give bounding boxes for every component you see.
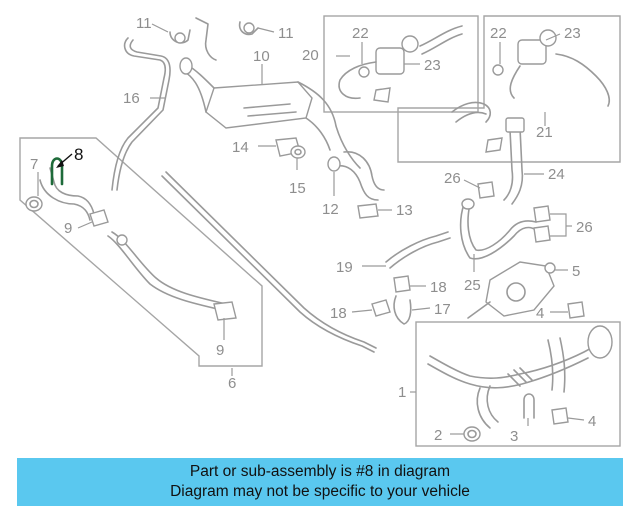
clip-13 [357,203,379,219]
clamp-26-left [477,181,495,199]
callout-18-bottom: 18 [330,305,347,322]
callout-22-right: 22 [490,25,507,42]
clamp-26-right-b [533,225,551,243]
clamp-18-top [393,275,411,293]
banner-line-2: Diagram may not be specific to your vehi… [170,483,470,500]
callout-4-mid: 4 [536,305,544,322]
coolant-hose-10 [179,57,361,169]
callout-11-right: 11 [278,25,294,42]
callout-4-bottom: 4 [588,413,596,430]
callout-22-left: 22 [352,25,369,42]
seal-15-inner [294,148,302,156]
callout-25: 25 [464,277,481,294]
inset-box-6 [19,137,263,367]
callout-18-top: 18 [430,279,447,296]
callout-24: 24 [548,166,565,183]
callout-26-right: 26 [576,219,593,236]
inset-box-1 [415,321,621,447]
seal-2 [463,426,481,442]
hose-25 [459,198,537,260]
long-rod [161,175,375,353]
hose-19-b [389,237,451,269]
valve-assembly-21 [451,29,611,153]
hose-17 [393,295,412,325]
callout-11-left: 11 [136,15,152,32]
pipe-24 [503,117,525,205]
coolant-pipe-16 [111,37,171,191]
callout-14: 14 [232,139,249,156]
callout-9-bottom: 9 [216,342,224,359]
clamp-11-right [238,21,259,36]
inset-box-21 [397,15,621,163]
callout-23-left: 23 [424,57,441,74]
callout-9-top: 9 [64,220,72,237]
inset-box-20 [323,15,479,113]
clamp-4-mid [567,301,585,319]
clamp-26-right-a [533,205,551,223]
callout-20: 20 [302,47,319,64]
callout-19: 19 [336,259,353,276]
valve-assembly-20 [338,25,463,103]
hose-assembly-1 [427,325,613,429]
callout-15: 15 [289,180,306,197]
hose-19 [385,231,449,263]
callout-7: 7 [30,156,38,173]
callout-8: 8 [74,145,83,164]
info-banner: Part or sub-assembly is #8 in diagram Di… [17,458,623,506]
long-rod-2 [165,171,377,349]
seal-15 [290,145,306,159]
callout-5: 5 [572,263,580,280]
callout-12: 12 [322,201,339,218]
small-bracket [195,17,217,61]
leader-lines [37,23,585,435]
callout-1: 1 [398,384,406,401]
clamp-4-bottom [551,407,569,425]
clip-3 [523,393,535,419]
banner-line-1: Part or sub-assembly is #8 in diagram [189,463,451,480]
hose-6-assembly [25,167,237,321]
callout-10: 10 [253,48,270,65]
callout-6: 6 [228,375,236,392]
callout-2: 2 [434,427,442,444]
leader-8 [56,153,73,168]
callout-26-left: 26 [444,170,461,187]
callout-16: 16 [123,90,140,107]
clamp-9-top [89,209,109,227]
callout-23-right: 23 [564,25,581,42]
callout-17: 17 [434,301,451,318]
clamp-11-left [169,29,191,44]
callout-13: 13 [396,202,413,219]
thermostat-housing-5 [467,261,556,319]
callout-3: 3 [510,428,518,445]
clamp-18-bottom [371,299,391,317]
parts-diagram: 11 11 10 16 20 22 23 22 23 21 14 15 12 1… [19,15,621,447]
callout-21: 21 [536,124,553,141]
hose-12 [327,151,385,201]
